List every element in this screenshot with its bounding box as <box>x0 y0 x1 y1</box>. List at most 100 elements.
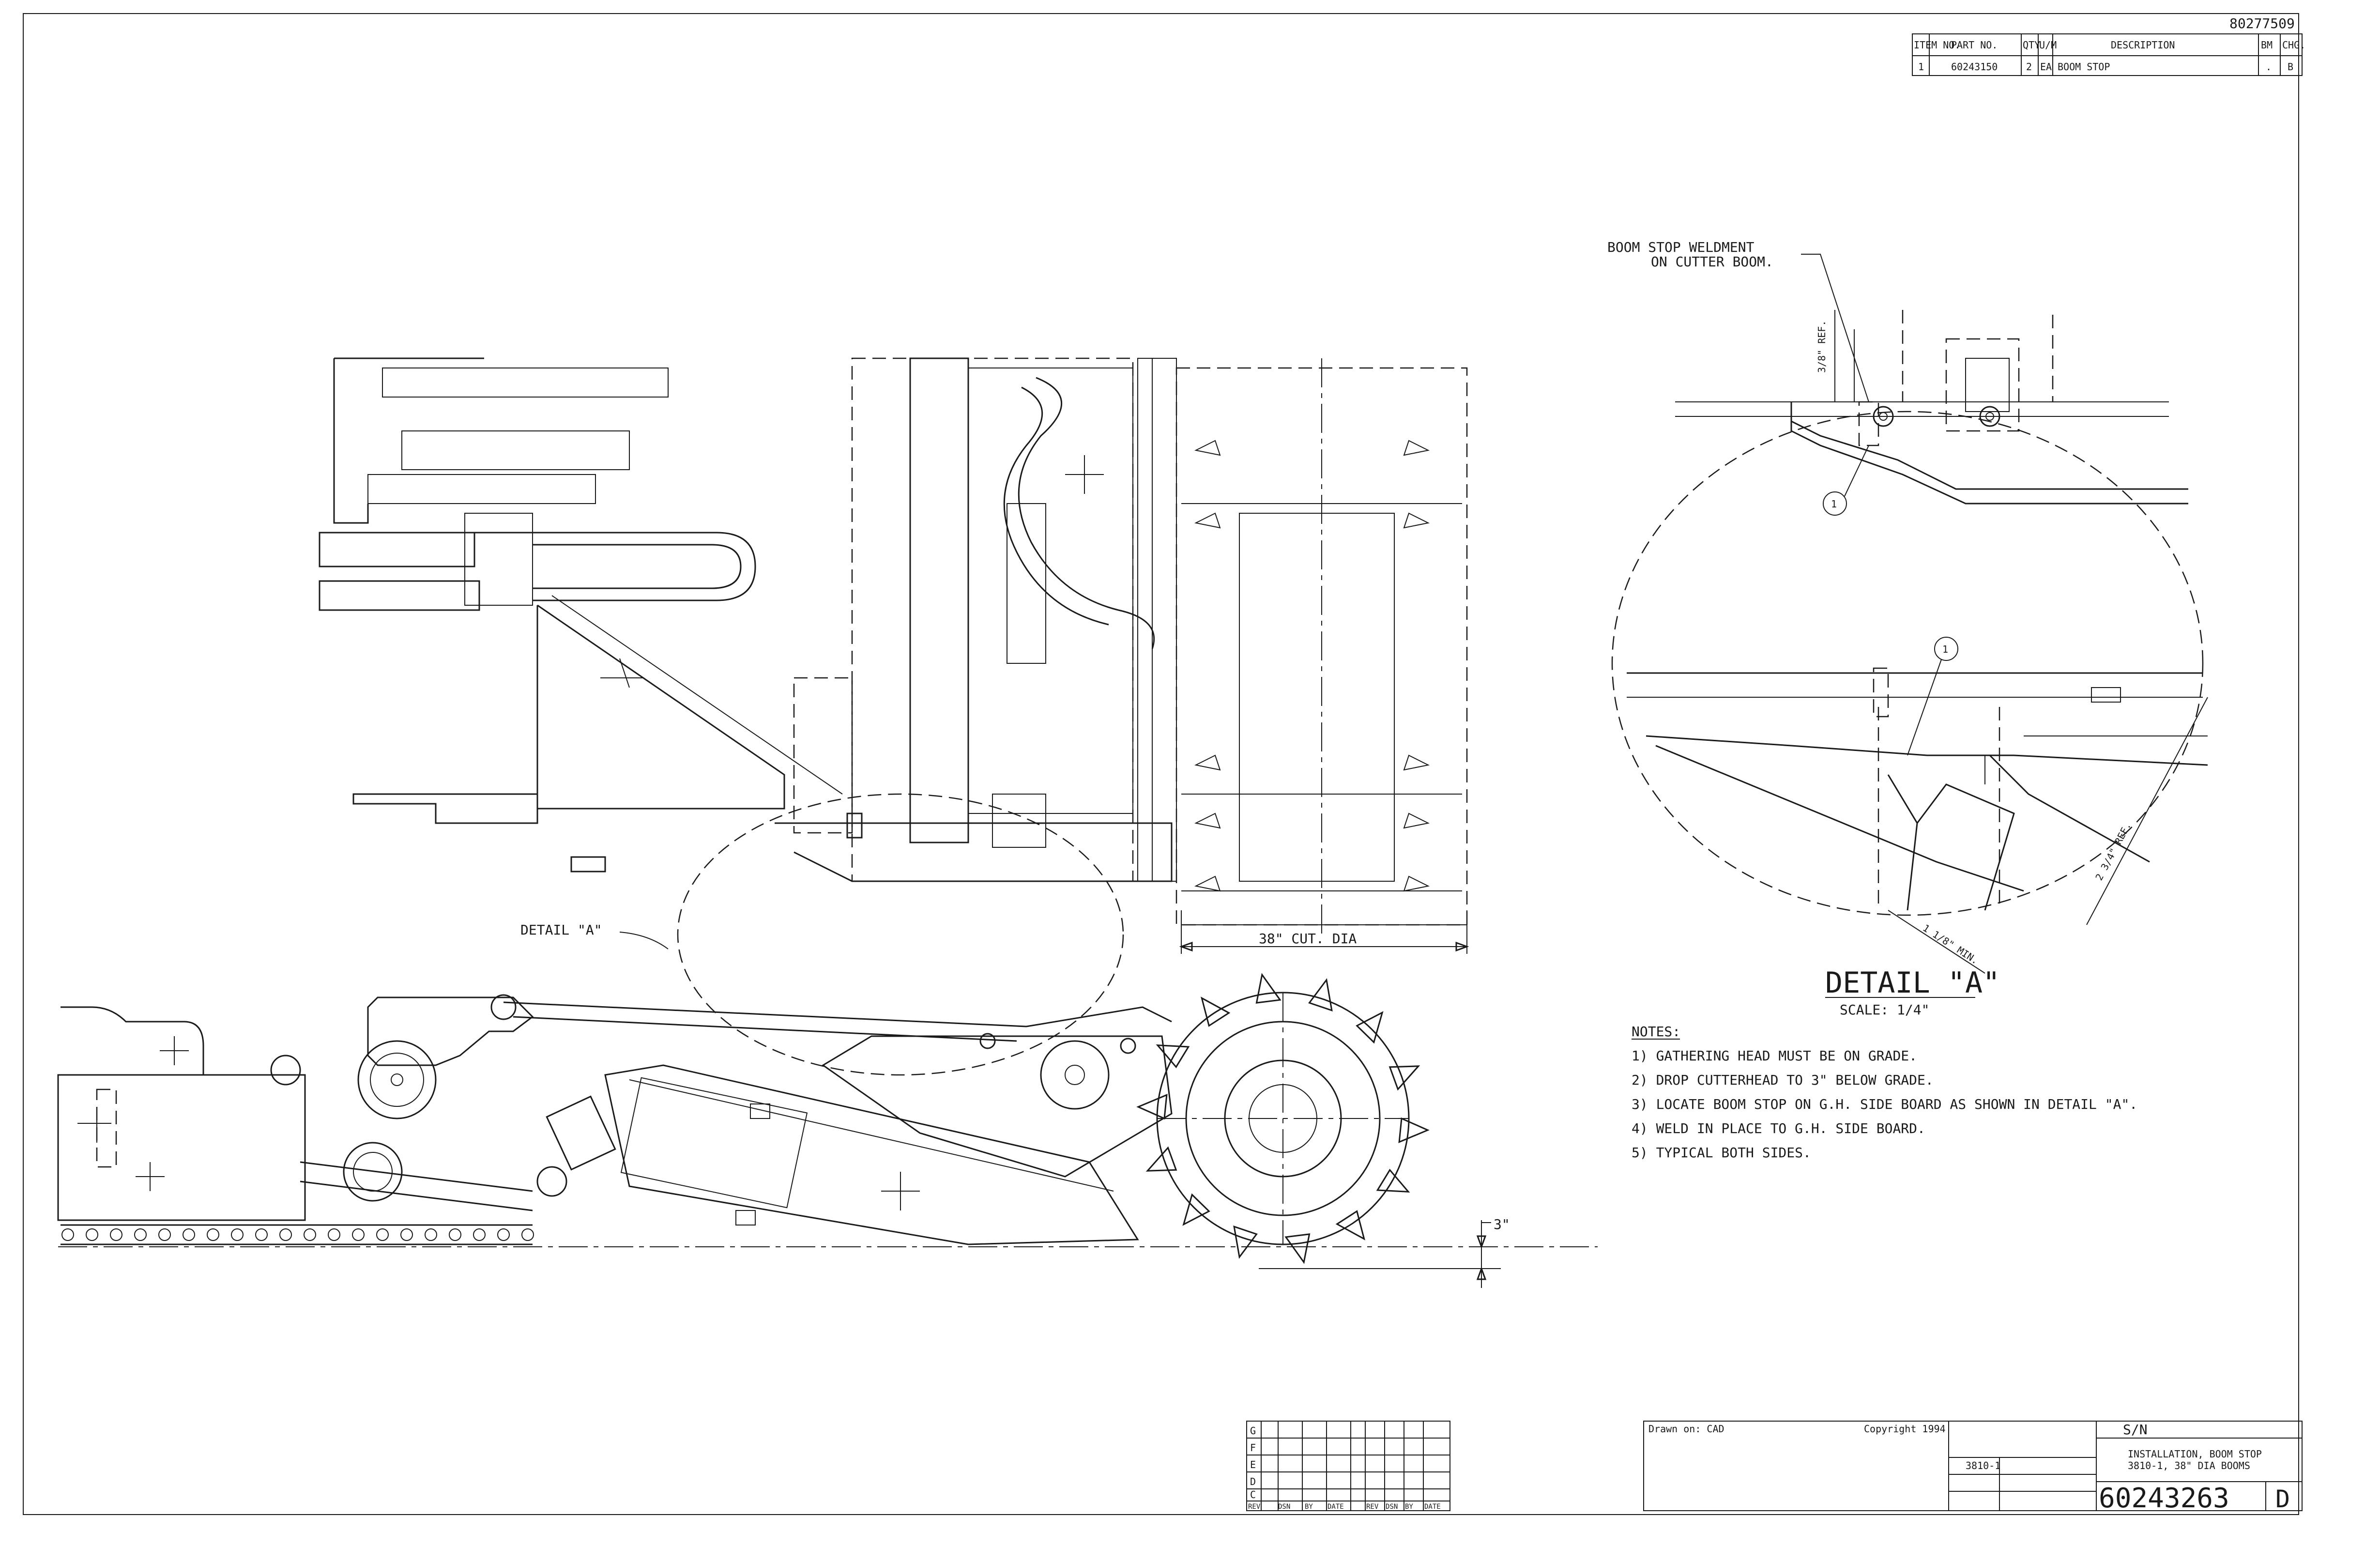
cutter-bit <box>1356 1011 1384 1044</box>
chain-link <box>328 1228 340 1241</box>
cutter-bit <box>1233 1225 1258 1259</box>
note-1: 1) GATHERING HEAD MUST BE ON GRADE. <box>1632 1048 1917 1064</box>
title-line-1: INSTALLATION, BOOM STOP <box>2128 1448 2262 1460</box>
note-5: 5) TYPICAL BOTH SIDES. <box>1632 1145 1811 1161</box>
boom-stop-label-line2: ON CUTTER BOOM. <box>1651 254 1773 270</box>
bom-row-chg: B <box>2288 61 2293 73</box>
cutter-bit <box>1182 1193 1210 1226</box>
cutter-bit <box>1335 1210 1366 1241</box>
item-balloon-lower <box>1934 637 1958 661</box>
cut-dia-label: 38" CUT. DIA <box>1259 931 1357 947</box>
cutter-bit <box>1376 1168 1410 1193</box>
rev-footer-date: DATE <box>1327 1503 1344 1511</box>
note-2: 2) DROP CUTTERHEAD TO 3" BELOW GRADE. <box>1632 1072 1934 1088</box>
revision-block: G F E D C REV DSN BY DATE REV DSN BY DAT… <box>1246 1421 1450 1511</box>
side-view: 3" <box>57 973 1598 1288</box>
rev-letter-2: F <box>1250 1442 1256 1454</box>
detail-a-boundary <box>677 793 1124 1076</box>
rev-footer-by: BY <box>1305 1503 1313 1511</box>
cutter-bit <box>1136 1093 1168 1120</box>
item-balloon-upper <box>1823 491 1847 516</box>
note-3: 3) LOCATE BOOM STOP ON G.H. SIDE BOARD A… <box>1632 1096 2137 1112</box>
bom-row-part: 60243150 <box>1951 61 1998 73</box>
cutter-bit <box>1398 1117 1430 1144</box>
cutter-bit <box>1200 996 1231 1027</box>
cutter-bit <box>1156 1044 1190 1069</box>
bom-row-item: 1 <box>1918 61 1924 73</box>
chain-link <box>134 1228 147 1241</box>
chain-link <box>231 1228 244 1241</box>
drawing-border <box>23 13 2299 1515</box>
rev-letter-4: D <box>1250 1476 1256 1487</box>
cutter-bit <box>1145 1146 1177 1172</box>
rev-footer-by-2: BY <box>1405 1503 1413 1511</box>
bom-header-description: DESCRIPTION <box>2111 39 2175 51</box>
chain-link <box>449 1228 461 1241</box>
parts-list: 80277509 ITEM NO. PART NO. QTY U/M DESCR… <box>1912 15 2305 76</box>
ref-2-3-4-label: 2 3/4" REF. <box>2093 820 2133 882</box>
cutter-bit <box>1388 1065 1420 1091</box>
chain-link <box>183 1228 195 1241</box>
title-block: Drawn on: CAD Copyright 1994 S/N INSTALL… <box>1643 1421 2303 1514</box>
rev-footer-date-2: DATE <box>1424 1503 1441 1511</box>
min-1-1-8-label: 1 1/8" MIN. <box>1921 922 1981 966</box>
chain-link <box>473 1228 486 1241</box>
bom-header-chg: CHG. <box>2282 39 2305 51</box>
chain-link <box>255 1228 268 1241</box>
drawn-on: Drawn on: CAD <box>1648 1423 1724 1435</box>
chain-link <box>400 1228 413 1241</box>
detail-title: DETAIL "A" <box>1825 966 2000 1000</box>
chain-link <box>304 1228 316 1241</box>
cutter-bit <box>1284 1233 1311 1264</box>
chain-link <box>158 1228 171 1241</box>
drawing-revision: D <box>2275 1485 2290 1513</box>
bom-header-bm: BM <box>2261 39 2273 51</box>
chain-link <box>110 1228 122 1241</box>
bom-row-bm: . <box>2266 61 2272 73</box>
rev-letter-5: C <box>1250 1489 1256 1501</box>
bom-row-description: BOOM STOP <box>2058 61 2110 73</box>
bom-header-um: U/M <box>2039 39 2057 51</box>
drawing-number: 60243263 <box>2099 1483 2229 1514</box>
rev-footer-dsn-2: DSN <box>1386 1503 1398 1511</box>
top-view: 38" CUT. DIA <box>319 357 1469 954</box>
cutter-bit <box>1308 978 1333 1011</box>
notes-block: NOTES: 1) GATHERING HEAD MUST BE ON GRAD… <box>1632 1024 2137 1161</box>
ref-3-8-label: 3/8" REF. <box>1816 321 1828 373</box>
doc-id-top: 80277509 <box>2229 15 2295 31</box>
drop-3-label: 3" <box>1494 1216 1510 1232</box>
bom-header-item: ITEM NO. <box>1914 39 1960 51</box>
cutter-bit <box>1255 973 1282 1004</box>
chain-link <box>425 1228 437 1241</box>
bom-header-qty: QTY <box>2023 39 2040 51</box>
chain-link <box>352 1228 365 1241</box>
model-number: 3810-1 <box>1966 1460 2000 1471</box>
copyright: Copyright 1994 <box>1864 1423 1946 1435</box>
item-balloon-lower-text: 1 <box>1942 643 1948 655</box>
item-balloon-upper-text: 1 <box>1831 498 1837 510</box>
chain-link <box>207 1228 219 1241</box>
rev-letter-1: G <box>1250 1425 1256 1437</box>
bom-row-qty: 2 <box>2026 61 2032 73</box>
detail-a-pointer-label: DETAIL "A" <box>520 922 602 938</box>
chain-link <box>61 1228 74 1241</box>
bom-header-part: PART NO. <box>1951 39 1998 51</box>
rev-letter-3: E <box>1250 1459 1256 1470</box>
title-line-2: 3810-1, 38" DIA BOOMS <box>2128 1460 2250 1471</box>
sn-label: S/N <box>2123 1422 2148 1438</box>
detail-scale: SCALE: 1/4" <box>1840 1002 1929 1018</box>
chain-link <box>86 1228 98 1241</box>
bom-row-um: EA <box>2040 61 2052 73</box>
rev-footer-dsn: DSN <box>1278 1503 1290 1511</box>
rev-footer-rev: REV <box>1248 1503 1261 1511</box>
notes-heading: NOTES: <box>1632 1024 1680 1040</box>
chain-link <box>497 1228 510 1241</box>
boom-stop-label-line1: BOOM STOP WELDMENT <box>1607 239 1754 255</box>
chain-link <box>279 1228 292 1241</box>
rev-footer-rev-2: REV <box>1366 1503 1379 1511</box>
note-4: 4) WELD IN PLACE TO G.H. SIDE BOARD. <box>1632 1120 1925 1136</box>
detail-a-view: 3/8" REF. BOOM STOP WELDMENT ON CUTTER B… <box>1607 239 2208 1018</box>
chain-link <box>521 1228 534 1241</box>
chain-link <box>376 1228 389 1241</box>
